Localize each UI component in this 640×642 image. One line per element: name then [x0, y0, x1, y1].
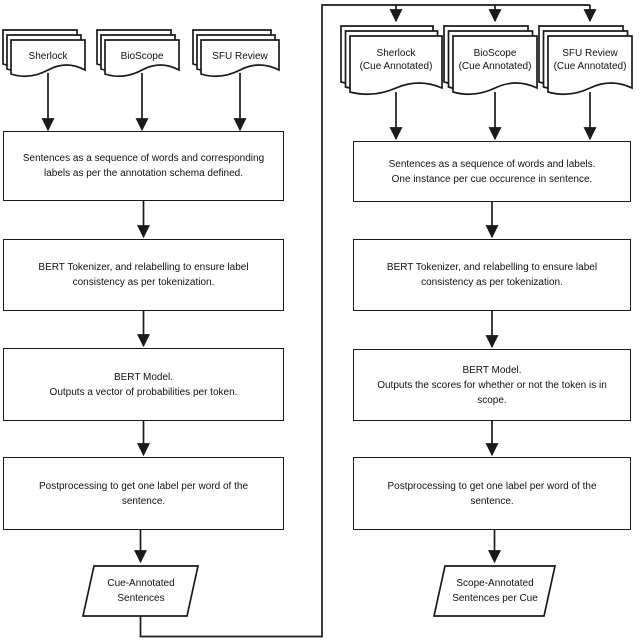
source-title: Sherlock [376, 48, 416, 59]
source-title: BioScope [473, 48, 517, 59]
source-title: SFU Review [562, 48, 618, 59]
cue-pipeline-arrows [41, 73, 247, 564]
scope-step-sentences-box: Sentences as a sequence of words and lab… [353, 141, 631, 202]
source-subtitle: (Cue Annotated) [553, 61, 627, 72]
scope-step-postprocessing-box: Postprocessing to get one label per word… [353, 457, 631, 530]
source-title: BioScope [120, 50, 164, 62]
scope-source-drop-arrows [389, 5, 597, 23]
source-label-sfu-review-cue-annotated: SFU Review (Cue Annotated) [548, 38, 632, 82]
scope-step-bert-model-box: BERT Model. Outputs the scores for wheth… [353, 349, 631, 421]
cue-step-postprocessing-box: Postprocessing to get one label per word… [3, 457, 284, 530]
source-subtitle: (Cue Annotated) [359, 61, 433, 72]
cue-step-bert-model-box: BERT Model. Outputs a vector of probabil… [3, 348, 284, 421]
source-title: SFU Review [212, 50, 268, 62]
scope-step-tokenizer-box: BERT Tokenizer, and relabelling to ensur… [353, 239, 631, 311]
source-title: Sherlock [28, 50, 68, 62]
source-label-sfu-review: SFU Review [201, 42, 279, 70]
cue-output-parallelogram [81, 565, 200, 617]
source-subtitle: (Cue Annotated) [458, 61, 532, 72]
cue-step-tokenizer-box: BERT Tokenizer, and relabelling to ensur… [3, 239, 284, 311]
source-label-sherlock: Sherlock [11, 42, 85, 70]
scope-output-label: Scope-Annotated Sentences per Cue [452, 578, 538, 604]
cue-step-sentences-box: Sentences as a sequence of words and cor… [3, 131, 284, 201]
scope-pipeline-arrows [389, 92, 597, 564]
cue-output-label: Cue-Annotated Sentences [107, 578, 175, 604]
source-label-bioscope-cue-annotated: BioScope (Cue Annotated) [453, 38, 537, 82]
source-label-bioscope: BioScope [105, 42, 179, 70]
cue-to-scope-connector-line [139, 4, 590, 638]
source-label-sherlock-cue-annotated: Sherlock (Cue Annotated) [350, 38, 442, 82]
scope-output-parallelogram [432, 565, 557, 617]
